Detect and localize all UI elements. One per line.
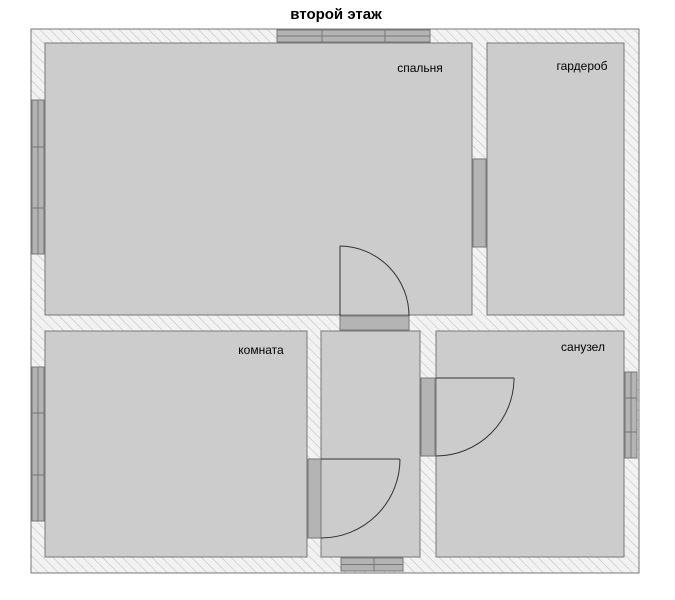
label-bathroom: санузел: [561, 340, 605, 354]
label-wardrobe: гардероб: [556, 59, 607, 73]
door-wardrobe-opening: [472, 158, 487, 248]
room-bedroom: [44, 42, 473, 316]
room-hallway: [320, 330, 421, 558]
room-room: [44, 330, 308, 558]
door-bathroom: [420, 377, 515, 457]
window-left-lower: [31, 366, 45, 522]
floor-title: второй этаж: [290, 6, 382, 23]
room-wardrobe: [486, 42, 625, 316]
window-left-upper: [31, 99, 45, 255]
window-top: [276, 29, 431, 43]
window-right: [624, 371, 638, 459]
door-room: [307, 458, 401, 539]
room-bathroom: [435, 330, 625, 558]
door-bedroom: [339, 245, 410, 331]
label-bedroom: спальня: [397, 61, 443, 75]
label-room: комната: [238, 343, 284, 357]
window-bottom: [340, 557, 404, 572]
